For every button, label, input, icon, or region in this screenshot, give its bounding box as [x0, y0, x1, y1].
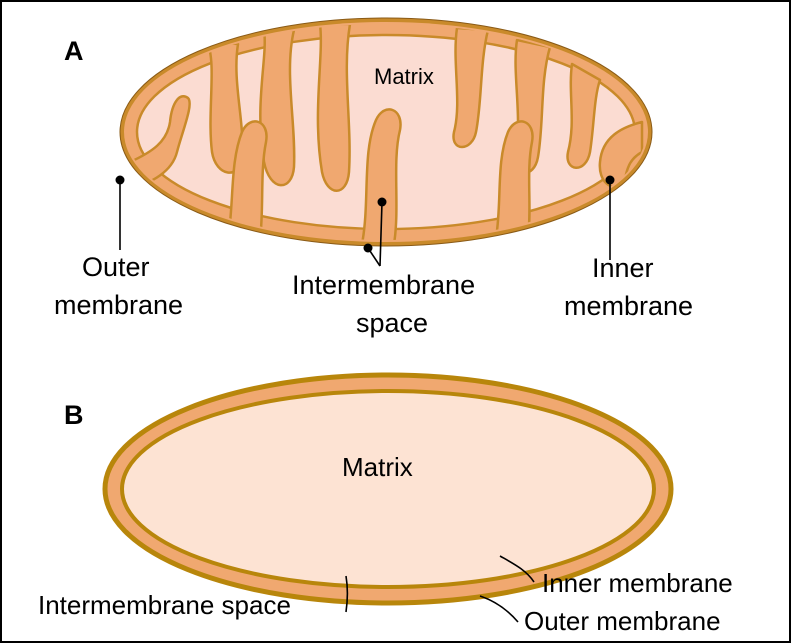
- matrix-label-a: Matrix: [374, 64, 434, 89]
- panel-a-letter: A: [64, 36, 84, 66]
- outer-membrane-label-line2: membrane: [54, 290, 183, 320]
- inner-membrane-label-line1: Inner: [592, 253, 654, 283]
- inner-membrane-label-line2: membrane: [564, 291, 693, 321]
- matrix-area-b: [122, 391, 654, 587]
- outer-membrane-label-b: Outer membrane: [524, 606, 721, 636]
- outer-membrane-leader-b: [480, 596, 518, 622]
- intermembrane-space-label-b: Intermembrane space: [38, 590, 291, 620]
- intermembrane-leader-2: [368, 248, 380, 266]
- matrix-label-b: Matrix: [342, 452, 413, 482]
- panel-a: A: [54, 18, 693, 338]
- outer-membrane-label-line1: Outer: [82, 252, 150, 282]
- panel-b: B Matrix Inner membrane Outer membrane I…: [38, 375, 733, 636]
- inner-membrane-label-b: Inner membrane: [542, 568, 733, 598]
- panel-b-letter: B: [64, 400, 84, 430]
- intermembrane-space-label-line2: space: [356, 308, 428, 338]
- intermembrane-space-label-line1: Intermembrane: [292, 270, 475, 300]
- mitochondrion-cristae-view: Matrix: [116, 18, 653, 266]
